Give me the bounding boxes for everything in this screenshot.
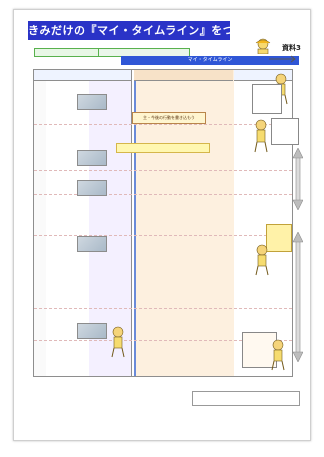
row-divider (34, 308, 292, 309)
header-cell-environment (46, 70, 89, 81)
reference-badge: 資料3 (282, 44, 301, 52)
notes-column (234, 70, 292, 376)
vertical-double-arrow-icon (293, 232, 303, 362)
yellow-speech-bubble (266, 224, 292, 252)
vertical-double-arrow-icon (293, 148, 303, 210)
scene-photo (77, 180, 107, 196)
student-character-icon (255, 244, 269, 276)
page-title: きみだけの『マイ・タイムライン』をつくってみよう！！ (28, 21, 230, 40)
speech-bubble (271, 118, 299, 145)
scene-photo (77, 150, 107, 166)
header-cell-mine (134, 70, 233, 81)
header-cell-notes (234, 70, 292, 81)
speech-bubble (252, 84, 282, 114)
student-character-icon (254, 119, 268, 153)
timeline-header: マイ・タイムライン (121, 56, 299, 65)
row-divider (34, 124, 292, 125)
student-character-icon (111, 326, 125, 358)
my-action-callout: 主・今後の行動を書き込もう (132, 112, 206, 124)
row-divider (34, 194, 292, 195)
scene-photo (77, 94, 107, 110)
student-character-icon (255, 38, 271, 54)
row-divider (34, 170, 292, 171)
header-cell-time (34, 70, 46, 81)
bottom-comment-box (192, 391, 300, 406)
header-cell-action (89, 70, 131, 81)
horizontal-arrow-icon (269, 55, 296, 63)
timeline-grid (33, 69, 293, 377)
scene-photo (77, 323, 107, 339)
scene-photo (77, 236, 107, 252)
row-divider (34, 235, 292, 236)
student-character-icon (271, 339, 285, 371)
top-instruction-note (116, 143, 210, 153)
row-divider (34, 340, 292, 341)
worksheet-page: きみだけの『マイ・タイムライン』をつくってみよう！！ 資料3 マイ・タイムライン (13, 9, 311, 441)
